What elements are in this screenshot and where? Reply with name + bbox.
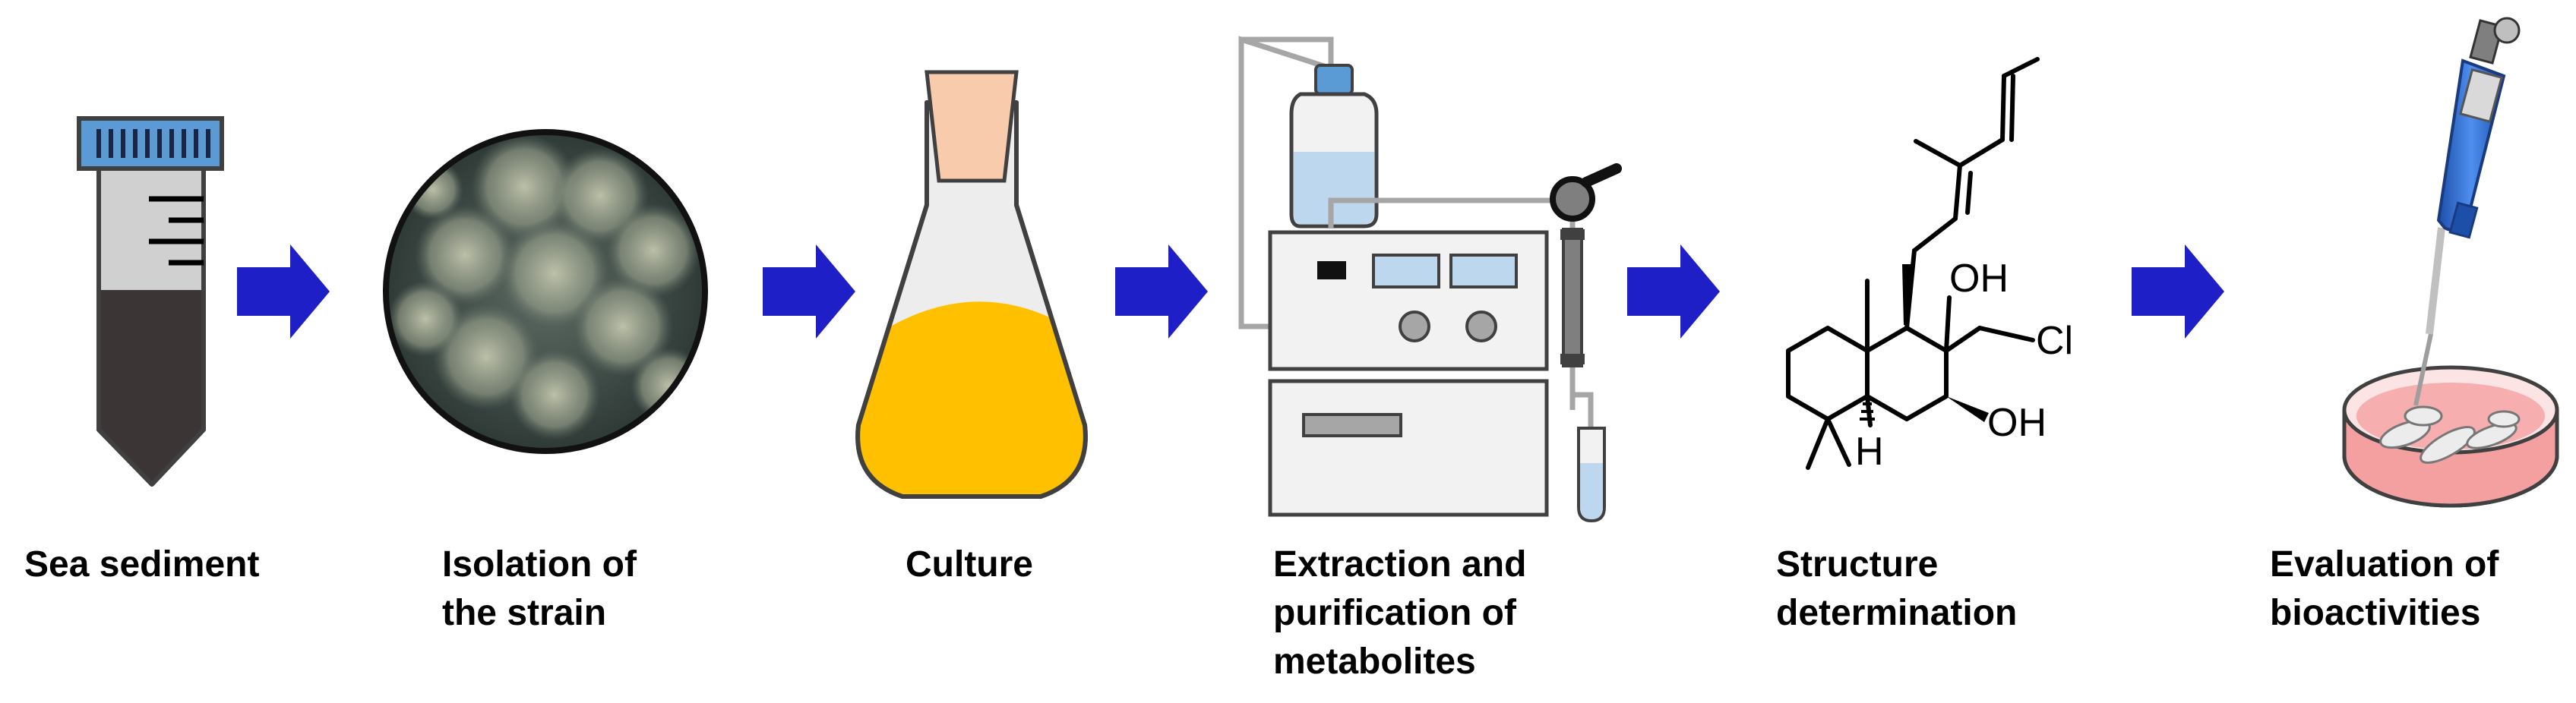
oh-label-bottom: OH: [1987, 401, 2047, 445]
step-label-sea-sediment: Sea sediment: [24, 544, 260, 585]
arrow-icon: [763, 244, 855, 339]
flask-stopper: [925, 70, 1019, 183]
step-label-isolation: Isolation of the strain: [442, 544, 637, 633]
culture-liquid: [858, 301, 1086, 497]
cl-label: Cl: [2036, 319, 2073, 363]
arrow-icon: [1115, 244, 1208, 339]
molecular-structure-diagram: [1786, 57, 2040, 470]
h-label: H: [1855, 430, 1884, 474]
step-label-structure: Structure determination: [1776, 544, 2018, 633]
arrow-icon: [237, 244, 330, 339]
hplc-instrument-icon: [1238, 36, 1622, 523]
step-label-evaluation: Evaluation of bioactivities: [2270, 544, 2499, 633]
arrow-icon: [2132, 244, 2224, 339]
step-label-culture: Culture: [906, 544, 1033, 585]
micropipette-icon: [2413, 17, 2521, 406]
erlenmeyer-flask-icon: [855, 70, 1088, 499]
centrifuge-tube-icon: [77, 116, 224, 487]
petri-dish-icon: [2342, 365, 2559, 508]
arrow-icon: [1627, 244, 1720, 339]
sediment-fill: [99, 290, 204, 484]
oh-label-top: OH: [1949, 257, 2009, 301]
colony-plate-image: [383, 129, 708, 454]
step-label-extraction: Extraction and purification of metabolit…: [1273, 544, 1527, 682]
